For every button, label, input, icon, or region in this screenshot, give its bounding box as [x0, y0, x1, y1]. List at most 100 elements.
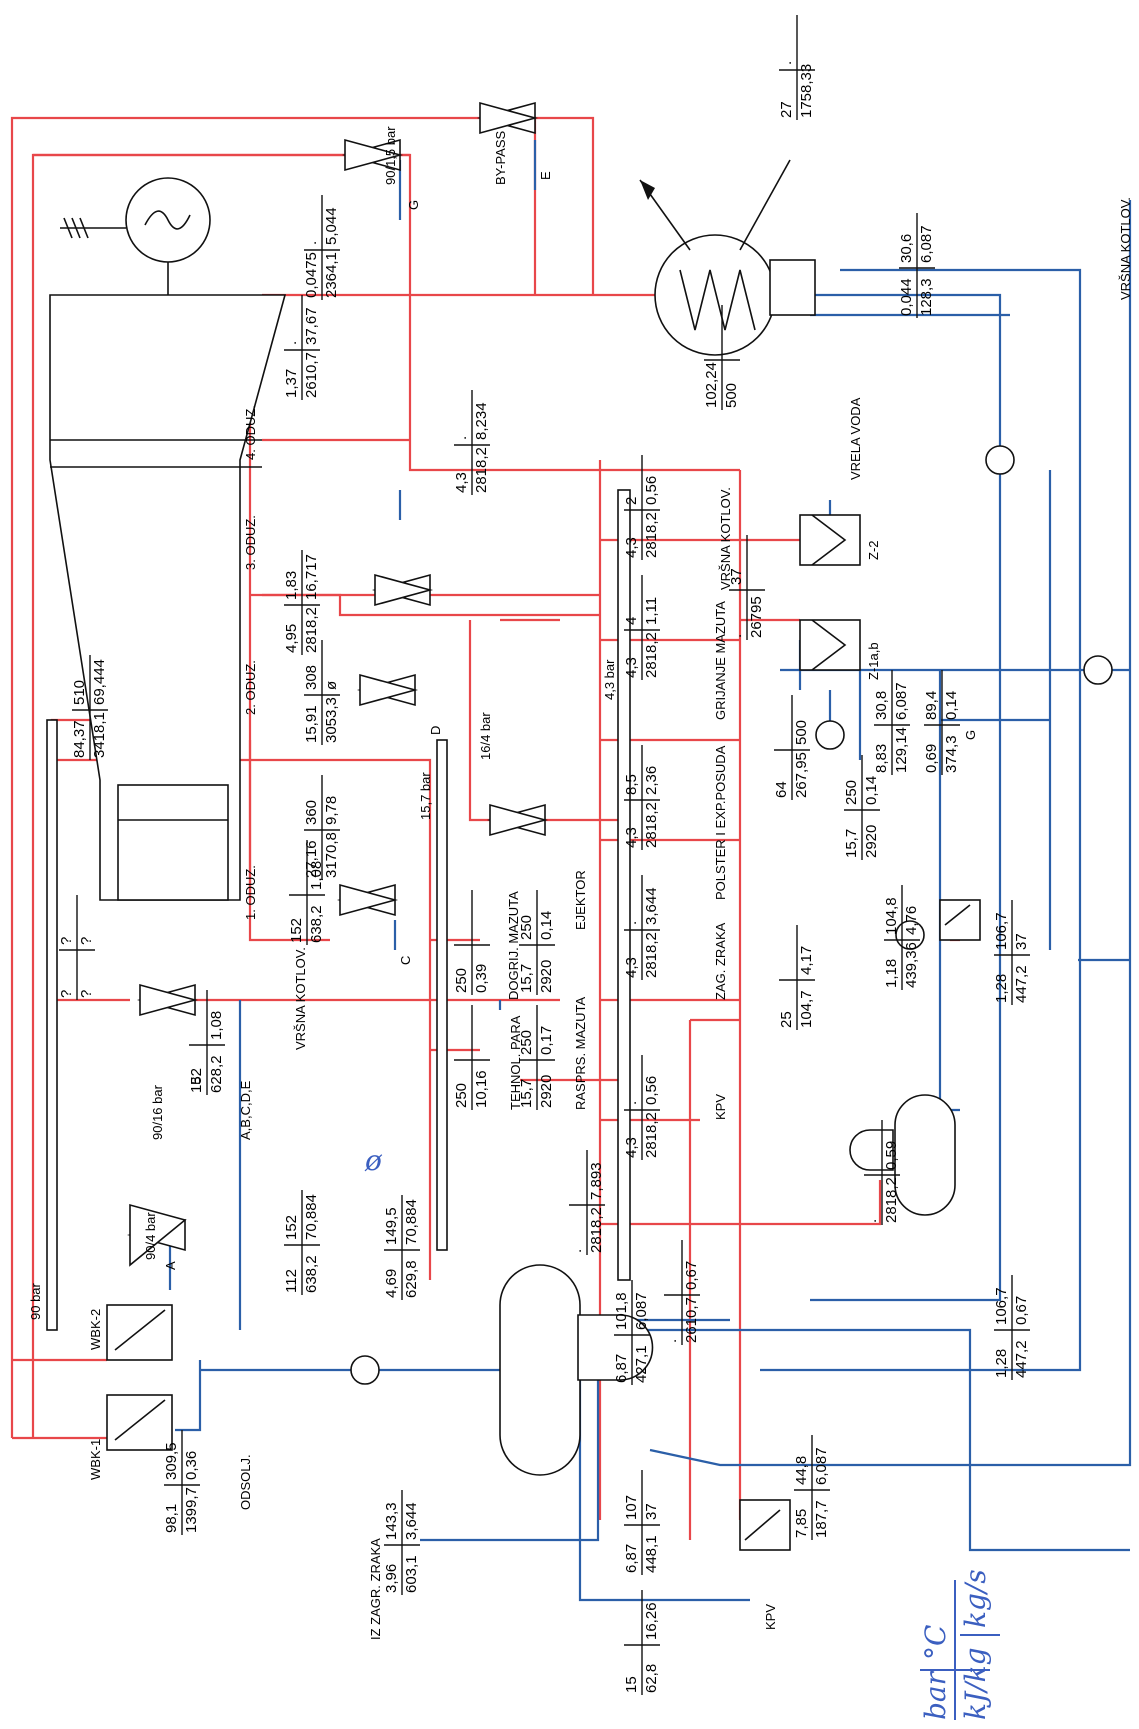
- value-tag-t: 8,5: [623, 774, 640, 795]
- value-tag: .2818,20,59: [863, 1120, 900, 1225]
- label-E: E: [538, 171, 553, 180]
- label-90bar: 90 bar: [28, 1282, 43, 1320]
- label-vrela-voda: VRELA VODA: [848, 397, 863, 480]
- value-tag-h: 129,14: [893, 727, 910, 773]
- value-tag-h: 10,16: [473, 1070, 490, 1108]
- value-tag-m: 0,59: [883, 1141, 900, 1170]
- value-tag-h: 2818,2: [643, 932, 660, 978]
- label-157: 15,7 bar: [418, 772, 433, 820]
- label-kpv-2: KPV: [763, 1604, 778, 1630]
- value-tag-m: 69,444: [91, 659, 108, 705]
- label-G-2: G: [963, 730, 978, 740]
- value-tag-t: .: [623, 921, 640, 925]
- label-tehnol: TEHNOL. PARA: [508, 1015, 523, 1110]
- value-tag: 1,37.2610,737,67: [283, 295, 320, 400]
- steam-turbine: [49, 294, 287, 901]
- value-tag-p: 3,96: [383, 1564, 400, 1593]
- value-tag-p: 8,83: [873, 744, 890, 773]
- value-tag-p: 4,3: [623, 537, 640, 558]
- value-tag-p: 6,87: [623, 1544, 640, 1573]
- value-tag-m: 8,234: [473, 402, 490, 440]
- label-kpv: KPV: [713, 1094, 728, 1120]
- value-tag-h: 628,2: [208, 1055, 225, 1093]
- value-tag-p: 15,91: [303, 705, 320, 743]
- unit-kgs: kg/s: [959, 1569, 992, 1628]
- value-tag-m: 6,087: [813, 1447, 830, 1485]
- value-tag-m: 0,14: [943, 691, 960, 720]
- pump-icon: [985, 445, 1015, 475]
- value-tag-t: 152: [283, 1215, 300, 1240]
- value-tag-m: 3,644: [643, 887, 660, 925]
- label-43: 4,3 bar: [602, 659, 617, 700]
- value-tag-m: 1,08: [308, 861, 325, 890]
- value-tag-m: 3,644: [403, 1502, 420, 1540]
- value-tag: 27.1758,33: [778, 15, 815, 120]
- value-tag-t: .: [453, 436, 470, 440]
- value-tag-t: 250: [518, 915, 535, 940]
- value-tag-p: 250: [453, 1083, 470, 1108]
- value-tag-h: 2920: [863, 825, 880, 858]
- value-tag-t: 250: [843, 780, 860, 805]
- label-vrsna-kotlov-1: VRŠNA KOTLOV.: [293, 947, 308, 1050]
- value-tag-t: 44,8: [793, 1456, 810, 1485]
- valve-a-icon: [126, 1203, 187, 1267]
- value-tag: .2818,27,893: [568, 1150, 605, 1255]
- value-tag-m: 1,11: [643, 597, 660, 625]
- label-G-1: G: [406, 200, 421, 210]
- pumps: [350, 445, 1113, 1385]
- value-tag-m: 4,76: [903, 906, 920, 935]
- valve-164-icon: [486, 803, 549, 837]
- value-tag-m: 6,087: [633, 1292, 650, 1330]
- value-tag-h: 26795: [748, 596, 765, 638]
- value-tag-h: 3170,8: [323, 832, 340, 878]
- value-tag-p: 4,3: [623, 657, 640, 678]
- unit-degc: °C: [919, 1625, 952, 1660]
- wbk1-icon: [106, 1394, 173, 1451]
- label-vrsna-kotlov-2: VRŠNA KOTLOV.: [718, 487, 733, 590]
- value-tag-h: 638,2: [303, 1255, 320, 1293]
- value-tags: 84,375103418,169,4441,37.2610,737,670,04…: [58, 15, 1030, 1695]
- value-tag-m: 0,67: [1013, 1296, 1030, 1325]
- value-tag-t: 308: [303, 665, 320, 690]
- value-tag-p: 25: [778, 1011, 795, 1028]
- value-tag: 0,0475.2364,15,044: [303, 195, 340, 300]
- wbk2-icon: [106, 1304, 173, 1361]
- value-tag-h: 267,95: [793, 752, 810, 798]
- value-tag-m: 0,14: [863, 776, 880, 805]
- label-9016: 90/16 bar: [150, 1084, 165, 1140]
- value-tag-p: 1,37: [283, 369, 300, 398]
- value-tag-m: 4,17: [798, 946, 815, 975]
- value-tag-t: 250: [518, 1030, 535, 1055]
- headers: [46, 489, 631, 1331]
- value-tag-m: 5,044: [323, 207, 340, 245]
- value-tag-m: 0,17: [538, 1026, 555, 1055]
- value-tag-h: 2818,2: [588, 1207, 605, 1253]
- value-tag-h: 638,2: [308, 905, 325, 943]
- value-tag-h: 2920: [538, 1075, 555, 1108]
- label-C: C: [398, 956, 413, 965]
- value-tag-h: 2920: [538, 960, 555, 993]
- value-tag-p: ?: [58, 990, 75, 998]
- value-tag-h: 3053,3: [323, 697, 340, 743]
- value-tag-h: 2818,2: [883, 1177, 900, 1223]
- header-43bar: [617, 489, 631, 1281]
- value-tag-t: 107: [623, 1495, 640, 1520]
- value-tag-m: 9,78: [323, 796, 340, 825]
- value-tag-p: .: [568, 1249, 585, 1253]
- feedwater-tank-icon: [499, 1264, 654, 1476]
- value-tag-h: 447,2: [1013, 965, 1030, 1003]
- label-vrsna-kotlov-3: VRŠNA KOTLOV.: [1118, 197, 1133, 300]
